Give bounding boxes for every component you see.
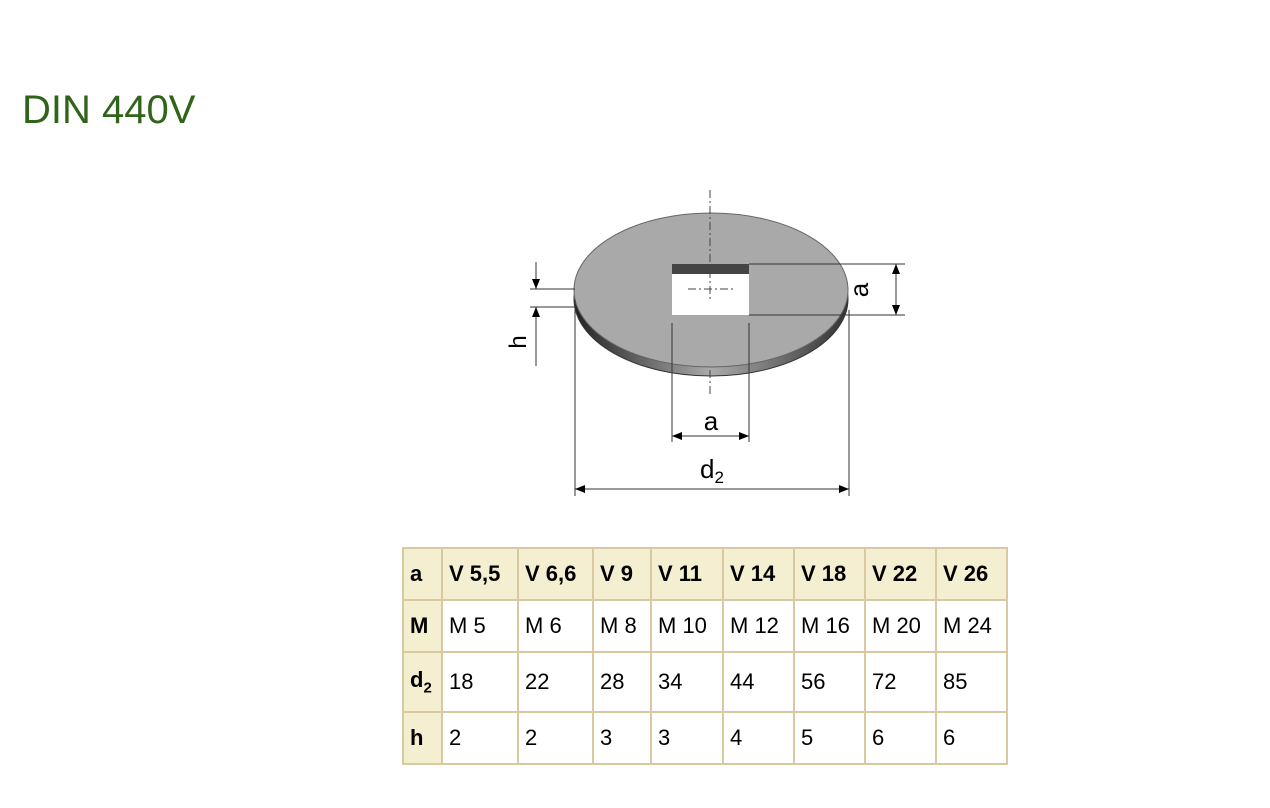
- label-d2: d2: [700, 454, 724, 487]
- row-header-subscript: 2: [423, 679, 432, 697]
- row-header: M: [402, 599, 443, 653]
- table-cell: V 18: [793, 547, 866, 601]
- slot-hole: [672, 274, 749, 315]
- table-cell: V 5,5: [441, 547, 519, 601]
- row-header-label: h: [410, 725, 424, 750]
- table-cell: 56: [793, 651, 866, 713]
- table-cell: 22: [517, 651, 594, 713]
- row-header-label: M: [410, 613, 429, 638]
- table-cell: 2: [517, 711, 594, 765]
- row-header: h: [402, 711, 443, 765]
- table-cell: M 6: [517, 599, 594, 653]
- table-cell: 72: [864, 651, 937, 713]
- table-cell: 34: [650, 651, 724, 713]
- table-cell: 18: [441, 651, 519, 713]
- table-cell: M 24: [935, 599, 1008, 653]
- table-cell: V 9: [592, 547, 652, 601]
- row-header: a: [402, 547, 443, 601]
- table-cell: 44: [722, 651, 795, 713]
- table-cell: 3: [592, 711, 652, 765]
- table-cell: 85: [935, 651, 1008, 713]
- table-cell: M 16: [793, 599, 866, 653]
- washer-diagram: h a a d2: [505, 190, 905, 496]
- table-cell: 2: [441, 711, 519, 765]
- table-cell: M 20: [864, 599, 937, 653]
- table-cell: 28: [592, 651, 652, 713]
- table-cell: 4: [722, 711, 795, 765]
- row-header: d2: [402, 651, 443, 713]
- label-a-horizontal: a: [704, 406, 719, 436]
- table-cell: V 26: [935, 547, 1008, 601]
- row-header-label: a: [410, 561, 423, 586]
- table-cell: M 12: [722, 599, 795, 653]
- table-cell: 6: [864, 711, 937, 765]
- slot-shadow: [672, 264, 749, 274]
- table-cell: M 5: [441, 599, 519, 653]
- table-cell: M 10: [650, 599, 724, 653]
- row-header-label: d: [410, 667, 424, 693]
- table-cell: M 8: [592, 599, 652, 653]
- page-title: DIN 440V: [22, 88, 196, 132]
- table-cell: V 11: [650, 547, 724, 601]
- label-h: h: [505, 335, 532, 348]
- label-a-vertical: a: [844, 282, 874, 297]
- table-cell: 6: [935, 711, 1008, 765]
- table-cell: V 22: [864, 547, 937, 601]
- table-cell: 3: [650, 711, 724, 765]
- table-cell: 5: [793, 711, 866, 765]
- table-cell: V 14: [722, 547, 795, 601]
- table-cell: V 6,6: [517, 547, 594, 601]
